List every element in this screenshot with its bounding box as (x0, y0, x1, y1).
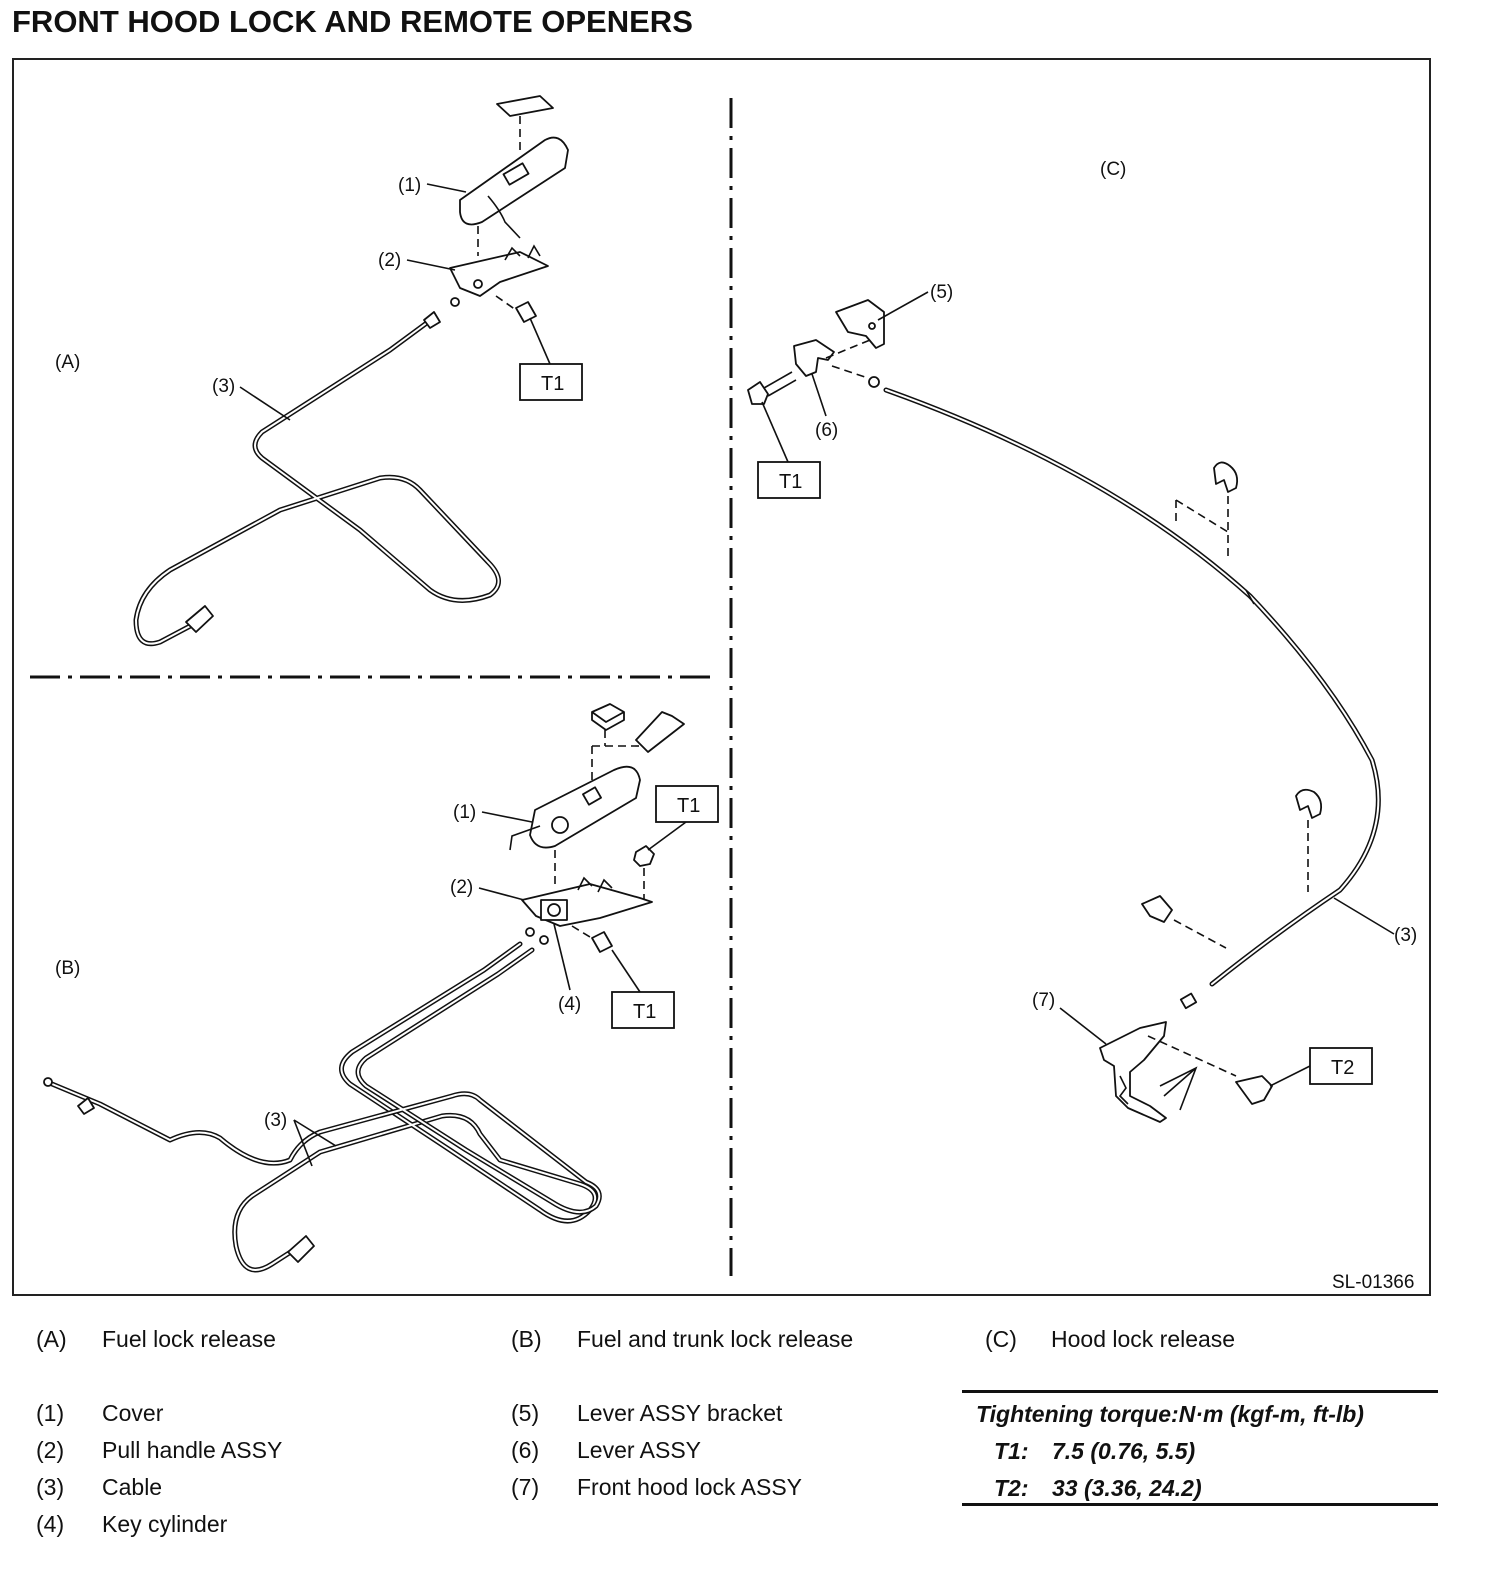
view-c-group: (C) (5) (6) (747, 159, 1417, 1123)
svg-text:T1: T1 (541, 373, 564, 395)
torque-box-t1-a (519, 363, 583, 401)
cable-clip-1 (1213, 461, 1239, 493)
svg-text:(2): (2) (378, 250, 401, 271)
cable-c (883, 387, 1381, 987)
view-a-group: (A) (1) (2) (3) T1 (55, 95, 583, 647)
cable-clip-3 (1141, 895, 1173, 923)
svg-text:(6): (6) (815, 420, 838, 441)
svg-text:(3): (3) (1394, 925, 1417, 946)
cover-b (529, 765, 641, 849)
svg-text:(5): (5) (930, 282, 953, 303)
diagram-frame (12, 58, 1431, 1296)
cover-cap-a (496, 95, 554, 117)
svg-text:(3): (3) (264, 1110, 287, 1131)
front-hood-lock-assy (1099, 1021, 1167, 1123)
cable-end-b (287, 1235, 315, 1263)
svg-text:T2: T2 (1331, 1057, 1354, 1079)
torque-heading: Tightening torque:N·m (kgf-m, ft-lb) (976, 1401, 1364, 1427)
view-c-label: (C) (1100, 159, 1126, 180)
svg-text:T1: T1 (779, 471, 802, 493)
torque-box-t1-b-bottom (611, 991, 675, 1029)
pull-handle-a (449, 251, 549, 297)
cable-b-trunk (49, 947, 602, 1215)
bolt-c-t2 (1235, 1075, 1273, 1105)
cable-a (133, 319, 501, 647)
svg-text:(4): (4) (558, 994, 581, 1015)
bolt-a (515, 301, 537, 323)
svg-text:(1): (1) (453, 802, 476, 823)
svg-text:T1: T1 (633, 1001, 656, 1023)
lever-assy (793, 339, 835, 377)
cable-end-a (185, 605, 214, 633)
torque-box-t1-c (757, 461, 821, 499)
svg-text:(7): (7) (1032, 990, 1055, 1011)
bolt-b (591, 931, 613, 953)
nut-b (633, 845, 655, 867)
torque-box-t2-c (1309, 1047, 1373, 1085)
page-title: FRONT HOOD LOCK AND REMOTE OPENERS (12, 4, 693, 39)
view-b-group: (B) (1) (2) (43, 703, 719, 1273)
svg-text:(3): (3) (212, 376, 235, 397)
bolt-c-t1 (747, 381, 769, 405)
view-b-label: (B) (55, 958, 80, 979)
exploded-view-diagram: (A) (1) (2) (3) T1 (B) (30, 95, 1417, 1293)
view-a-label: (A) (55, 352, 80, 373)
svg-text:(1): (1) (398, 175, 421, 196)
lever-assy-bracket (835, 299, 885, 349)
svg-text:(2): (2) (450, 877, 473, 898)
svg-text:T1: T1 (677, 795, 700, 817)
torque-box-t1-b-top (655, 785, 719, 823)
cable-clip-2 (1295, 788, 1323, 819)
torque-table: Tightening torque:N·m (kgf-m, ft-lb) T1:… (962, 1390, 1438, 1506)
torque-row-t1: T1:7.5 (0.76, 5.5) (994, 1438, 1196, 1464)
torque-row-t2: T2:33 (3.36, 24.2) (994, 1475, 1202, 1501)
figure-code: SL-01366 (1332, 1272, 1414, 1293)
